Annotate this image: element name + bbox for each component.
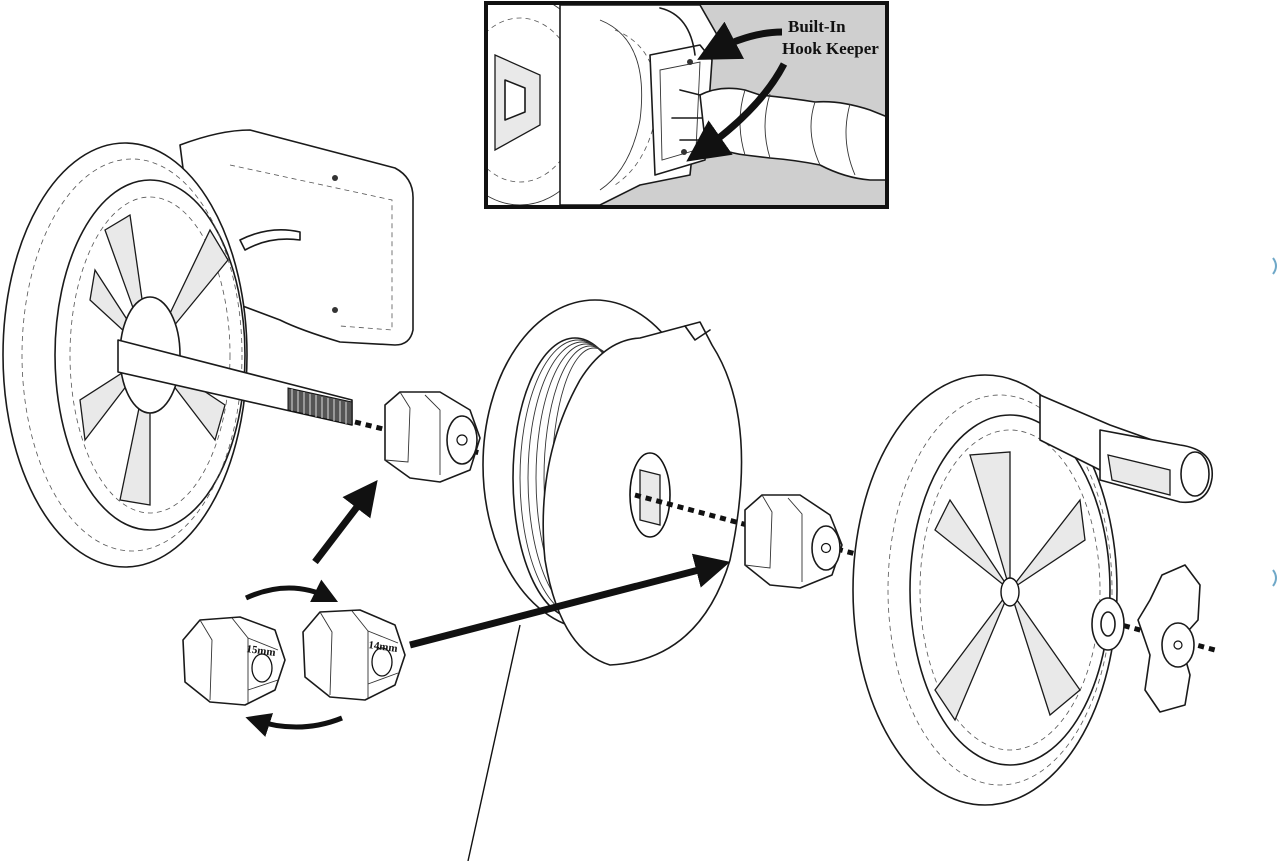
wing-nut (1137, 564, 1201, 713)
arrow-to-right-adapter (409, 553, 731, 649)
washer (1091, 597, 1125, 651)
right-wheel-spokes (934, 451, 1086, 722)
left-axle-bolt (117, 339, 353, 426)
hook-keeper-inset: Built-In Hook Keeper (484, 1, 889, 209)
cable-spool (467, 299, 743, 861)
adapter-14mm: 14mm (302, 609, 406, 701)
edge-mark-lower (1272, 569, 1277, 587)
leader-line (467, 624, 521, 861)
swap-arrow-top (244, 579, 339, 603)
callout-arrow-upper (697, 21, 783, 60)
crank-handle (1039, 394, 1213, 504)
assembly-arrows (244, 479, 731, 737)
adapter-15mm-label: 15mm (246, 643, 277, 659)
mounted-adapter-right (744, 494, 843, 589)
adapter-14mm-label: 14mm (368, 639, 399, 655)
callout-label-line2: Hook Keeper (782, 39, 879, 58)
adapter-15mm: 15mm (182, 616, 286, 706)
edge-mark-upper (1272, 257, 1277, 275)
right-wheel-handle (852, 374, 1213, 806)
mounted-adapter-left (384, 391, 481, 483)
arrow-to-left-adapter (312, 479, 378, 565)
callout-arrow-lower (686, 62, 788, 162)
callout-label-line1: Built-In (788, 17, 846, 36)
left-wheel-frame (2, 129, 414, 568)
swap-arrow-bottom (245, 713, 343, 737)
